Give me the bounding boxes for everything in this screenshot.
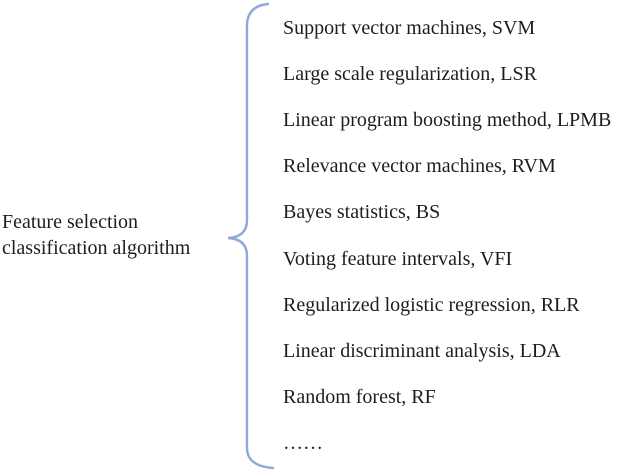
list-item: Linear discriminant analysis, LDA: [283, 339, 561, 362]
group-label-line2: classification algorithm: [2, 237, 191, 259]
list-item: Voting feature intervals, VFI: [283, 247, 513, 270]
list-item: Regularized logistic regression, RLR: [283, 293, 580, 316]
list-item: Relevance vector machines, RVM: [283, 155, 556, 178]
list-item: ……: [283, 432, 323, 455]
list-item: Random forest, RF: [283, 386, 436, 409]
list-item: Support vector machines, SVM: [283, 16, 536, 39]
list-item: Bayes statistics, BS: [283, 201, 441, 224]
group-label-line1: Feature selection: [2, 211, 139, 233]
group-label: Feature selection classification algorit…: [2, 209, 242, 261]
algorithm-list: Support vector machines, SVM Large scale …: [283, 5, 633, 467]
list-item: Large scale regularization, LSR: [283, 62, 537, 85]
list-item: Linear program boosting method, LPMB: [283, 108, 612, 131]
